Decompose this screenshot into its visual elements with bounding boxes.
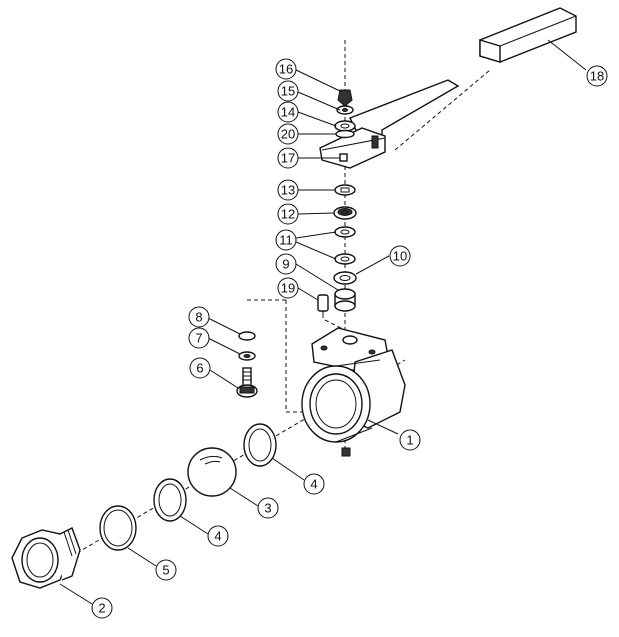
callout-4-lower: 4	[207, 525, 229, 547]
svg-text:1: 1	[406, 433, 413, 448]
ball-part	[187, 447, 237, 497]
svg-text:15: 15	[281, 84, 295, 99]
seat-ring-upper-part	[243, 423, 277, 467]
svg-text:18: 18	[590, 69, 604, 84]
callout-8: 8	[188, 306, 210, 328]
svg-text:2: 2	[98, 601, 105, 616]
callout-5: 5	[155, 559, 177, 581]
gasket-part	[99, 505, 137, 551]
svg-text:7: 7	[195, 331, 202, 346]
valve-body-part	[301, 327, 406, 457]
callout-12: 12	[277, 203, 299, 225]
svg-text:4: 4	[310, 477, 317, 492]
stem-stack-parts	[317, 89, 357, 318]
callout-2: 2	[91, 597, 113, 619]
leader-lines	[59, 39, 587, 605]
callout-20: 20	[277, 123, 299, 145]
callout-18: 18	[586, 65, 608, 87]
callout-15: 15	[277, 80, 299, 102]
svg-text:14: 14	[281, 105, 295, 120]
svg-text:4: 4	[214, 529, 221, 544]
svg-text:9: 9	[282, 257, 289, 272]
callout-labels: 1 2 3 4 4 5 6 7	[91, 58, 608, 619]
svg-text:8: 8	[195, 310, 202, 325]
svg-text:10: 10	[393, 249, 407, 264]
callout-4-upper: 4	[303, 473, 325, 495]
callout-11: 11	[275, 229, 297, 251]
callout-17: 17	[277, 147, 299, 169]
callout-13: 13	[277, 179, 299, 201]
end-cap-part	[11, 527, 81, 589]
callout-14: 14	[277, 101, 299, 123]
svg-text:17: 17	[281, 151, 295, 166]
svg-text:13: 13	[281, 183, 295, 198]
callout-9: 9	[275, 253, 297, 275]
callout-10: 10	[389, 245, 411, 267]
callout-6: 6	[189, 357, 211, 379]
handle-sleeve-part	[479, 7, 577, 63]
svg-text:11: 11	[279, 233, 293, 248]
svg-text:12: 12	[281, 207, 295, 222]
svg-text:3: 3	[264, 501, 271, 516]
callout-1: 1	[399, 429, 421, 451]
side-stem-parts	[236, 331, 258, 398]
callout-19: 19	[277, 277, 299, 299]
callout-7: 7	[188, 327, 210, 349]
svg-text:16: 16	[279, 62, 293, 77]
assembly-guide-lines	[64, 40, 491, 561]
svg-text:5: 5	[162, 563, 169, 578]
callout-16: 16	[275, 58, 297, 80]
svg-text:19: 19	[281, 281, 295, 296]
svg-text:6: 6	[196, 361, 203, 376]
seat-ring-lower-part	[153, 478, 187, 522]
callout-3: 3	[257, 497, 279, 519]
svg-text:20: 20	[281, 127, 295, 142]
